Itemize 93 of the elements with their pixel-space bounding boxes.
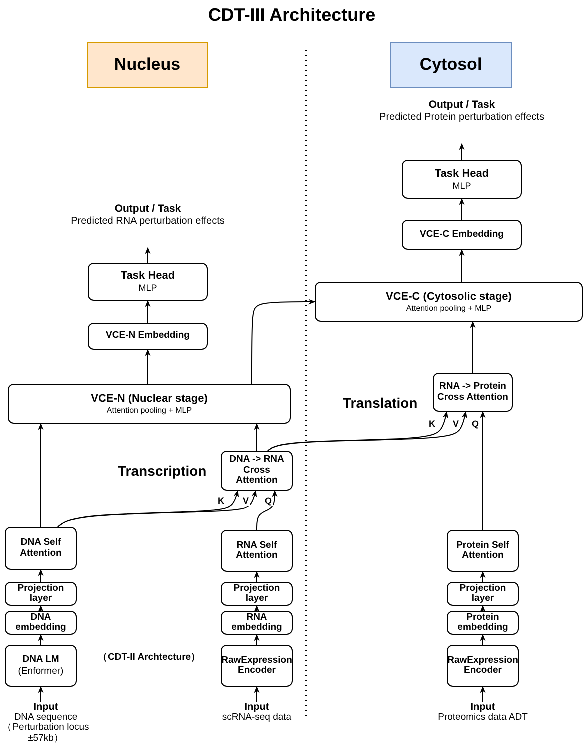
node-title: DNA -> RNA Cross Attention <box>228 455 286 487</box>
node-title: DNA LM <box>22 654 60 665</box>
node-title: VCE-N (Nuclear stage) <box>91 392 208 405</box>
node-title: RNA -> Protein Cross Attention <box>436 382 510 403</box>
stage-label: Transcription <box>118 463 207 479</box>
diagram-title: CDT-III Architecture <box>207 5 377 26</box>
process-box <box>433 373 513 412</box>
node-title: Output / Task <box>114 204 182 216</box>
process-box <box>315 282 583 322</box>
process-box <box>8 384 291 424</box>
node-subtitle: MLP <box>138 284 158 294</box>
arrow <box>254 634 260 646</box>
node-title: VCE-N Embedding <box>106 331 190 342</box>
node-title: Projection layer <box>232 584 282 604</box>
process-box <box>5 527 77 570</box>
node-title: Input <box>244 702 270 713</box>
node-title: Input <box>470 702 496 713</box>
arrow <box>145 300 151 324</box>
arrow <box>38 423 44 528</box>
node-title: Output / Task <box>428 100 496 112</box>
node-subtitle: Proteomics data ADT <box>438 713 528 724</box>
stage-label: Translation <box>343 395 418 411</box>
arrow <box>254 423 260 452</box>
arrow <box>252 299 316 384</box>
process-box <box>5 582 77 606</box>
region-header <box>87 42 208 88</box>
arrow <box>459 143 465 160</box>
node-subtitle: scRNA-seq data <box>222 713 292 724</box>
node-subtitle: Predicted Protein perturbation effects <box>380 112 544 123</box>
edge-label: V <box>242 497 250 506</box>
node-title: RNA Self Attention <box>235 540 279 562</box>
process-box <box>5 611 77 635</box>
arrow <box>480 605 486 612</box>
node-title: Cytosol <box>420 56 482 74</box>
arrow <box>145 247 151 264</box>
node-title: Task Head <box>120 270 176 282</box>
node-title: Task Head <box>434 168 490 180</box>
process-box <box>221 582 293 606</box>
arrow <box>256 490 278 530</box>
node-subtitle: Attention pooling + MLP <box>406 304 492 314</box>
arrow <box>459 249 465 282</box>
process-box <box>5 645 77 687</box>
node-title: VCE-C (Cytosolic stage) <box>386 290 512 303</box>
node-subtitle: DNA sequence （Perturbation locus ±57kb） <box>2 713 90 744</box>
process-box <box>402 220 522 250</box>
node-title: RawExpression Encoder <box>448 656 518 676</box>
arrow <box>254 605 260 612</box>
arrow <box>480 634 486 646</box>
process-box <box>88 263 208 301</box>
process-box <box>447 645 519 687</box>
region-header <box>390 42 512 88</box>
edge-label: Q <box>471 420 480 429</box>
arrow <box>38 686 44 702</box>
arrow <box>254 571 260 582</box>
edge-label: K <box>217 497 226 506</box>
process-box <box>447 611 519 635</box>
node-title: Input <box>34 702 58 713</box>
process-box <box>221 611 293 635</box>
arrow <box>145 349 151 384</box>
edge-label: Q <box>264 497 274 506</box>
node-title: RNA embedding <box>230 612 284 634</box>
arrow <box>254 686 260 702</box>
process-box <box>447 530 519 572</box>
process-box <box>88 323 208 350</box>
node-title: RawExpression Encoder <box>222 656 292 676</box>
process-box <box>221 451 293 491</box>
node-subtitle: MLP <box>452 182 472 192</box>
node-title: Protein Self Attention <box>456 540 510 562</box>
node-title: VCE-C Embedding <box>420 230 504 240</box>
node-title: DNA Self Attention <box>19 538 63 559</box>
node-subtitle: Attention pooling + MLP <box>106 406 192 416</box>
note-text: （CDT-II Archtecture） <box>98 651 202 664</box>
node-title: Projection layer <box>458 584 508 604</box>
process-box <box>221 530 293 572</box>
node-subtitle: Predicted RNA perturbation effects <box>71 216 225 227</box>
arrow <box>470 321 476 374</box>
node-title: DNA embedding <box>14 612 68 634</box>
arrow <box>38 634 44 646</box>
arrow <box>459 198 465 220</box>
node-title: Protein embedding <box>456 612 510 634</box>
arrow <box>480 411 486 530</box>
arrow <box>480 686 486 702</box>
process-box <box>402 160 522 199</box>
node-subtitle: (Enformer) <box>18 667 64 678</box>
process-box <box>447 582 519 606</box>
arrow <box>480 571 486 582</box>
arrow <box>38 605 44 612</box>
node-title: Nucleus <box>114 56 181 74</box>
arrow <box>38 569 44 582</box>
edge-label: K <box>428 420 436 429</box>
node-title: Projection layer <box>16 584 66 604</box>
process-box <box>221 645 293 687</box>
edge-label: V <box>452 420 460 429</box>
